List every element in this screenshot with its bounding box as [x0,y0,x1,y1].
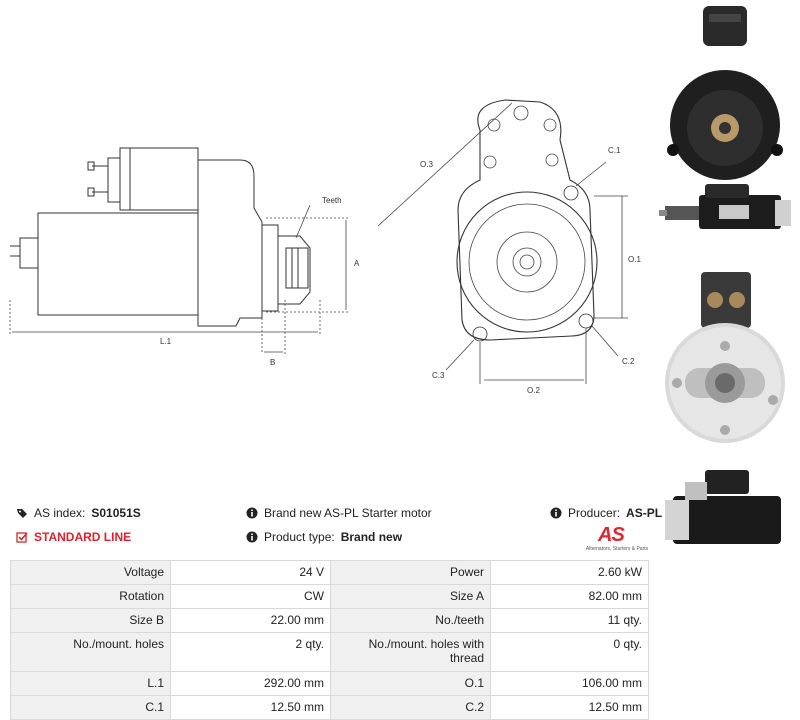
spec-label: No./mount. holes with thread [330,632,491,672]
label-o1: O.1 [628,255,641,264]
spec-label: Size A [330,584,491,609]
as-index-value: S01051S [91,506,141,520]
checkbox-checked-icon [16,532,28,543]
logo-subtitle: Alternators, Starters & Parts [585,546,649,552]
label-c3: C.3 [432,371,445,380]
spec-value: 106.00 mm [490,671,649,696]
info-icon [246,507,258,519]
product-type: Product type: Brand new [246,530,402,544]
table-row: Size B 22.00 mm No./teeth 11 qty. [10,608,649,633]
photo-end-view [667,6,783,180]
spec-label: Power [330,560,491,585]
producer: Producer: AS-PL [550,506,662,520]
spec-label: Size B [10,608,171,633]
label-b: B [270,358,275,367]
spec-label: O.1 [330,671,491,696]
solenoid [119,147,199,211]
as-index: AS index: S01051S [16,506,141,520]
spec-value: 82.00 mm [490,584,649,609]
label-teeth: Teeth [322,196,342,205]
logo-text: AS [598,524,625,546]
spec-label: Voltage [10,560,171,585]
spec-value: 2.60 kW [490,560,649,585]
front-flange [457,99,595,341]
technical-drawing: Teeth A L.1 B O.3 C.1 O.1 C.2 C.3 O.2 [9,99,641,395]
product-type-value: Brand new [340,530,403,544]
spec-label: C.2 [330,695,491,720]
table-row: C.1 12.50 mm C.2 12.50 mm [10,695,649,720]
description: Brand new AS-PL Starter motor [246,506,432,520]
spec-value: 0 qty. [490,632,649,672]
spec-label: No./mount. holes [10,632,171,672]
tag-icon [17,509,27,518]
product-photos [659,6,791,544]
spec-label: Rotation [10,584,171,609]
info-icon [246,531,258,543]
spec-label: No./teeth [330,608,491,633]
standard-line-label: STANDARD LINE [34,530,132,544]
label-o3: O.3 [420,160,433,169]
table-row: Voltage 24 V Power 2.60 kW [10,560,649,585]
spec-value: 12.50 mm [490,695,649,720]
standard-line: STANDARD LINE [16,530,131,544]
spec-value: CW [170,584,331,609]
info-icon [550,507,562,519]
photo-side-view-2 [665,470,781,544]
product-type-label: Product type: [264,530,335,544]
table-row: Rotation CW Size A 82.00 mm [10,584,649,609]
spec-value: 2 qty. [170,632,331,672]
motor-body [37,212,199,316]
label-c2: C.2 [622,357,635,366]
label-c1: C.1 [608,146,621,155]
description-text: Brand new AS-PL Starter motor [264,506,432,520]
photo-flange-view [665,272,785,443]
spec-table: Voltage 24 V Power 2.60 kW Rotation CW S… [10,560,649,720]
producer-label: Producer: [568,506,621,520]
table-row: No./mount. holes 2 qty. No./mount. holes… [10,632,649,672]
spec-label: C.1 [10,695,171,720]
label-o2: O.2 [527,386,540,395]
as-pl-logo: AS Alternators, Starters & Parts [584,524,650,556]
spec-value: 22.00 mm [170,608,331,633]
as-index-label: AS index: [34,506,86,520]
spec-value: 12.50 mm [170,695,331,720]
photo-side-view [659,184,791,229]
table-row: L.1 292.00 mm O.1 106.00 mm [10,671,649,696]
spec-label: L.1 [10,671,171,696]
spec-value: 292.00 mm [170,671,331,696]
label-l1: L.1 [160,337,172,346]
spec-value: 24 V [170,560,331,585]
spec-value: 11 qty. [490,608,649,633]
label-a: A [354,259,360,268]
producer-value: AS-PL [626,506,663,520]
